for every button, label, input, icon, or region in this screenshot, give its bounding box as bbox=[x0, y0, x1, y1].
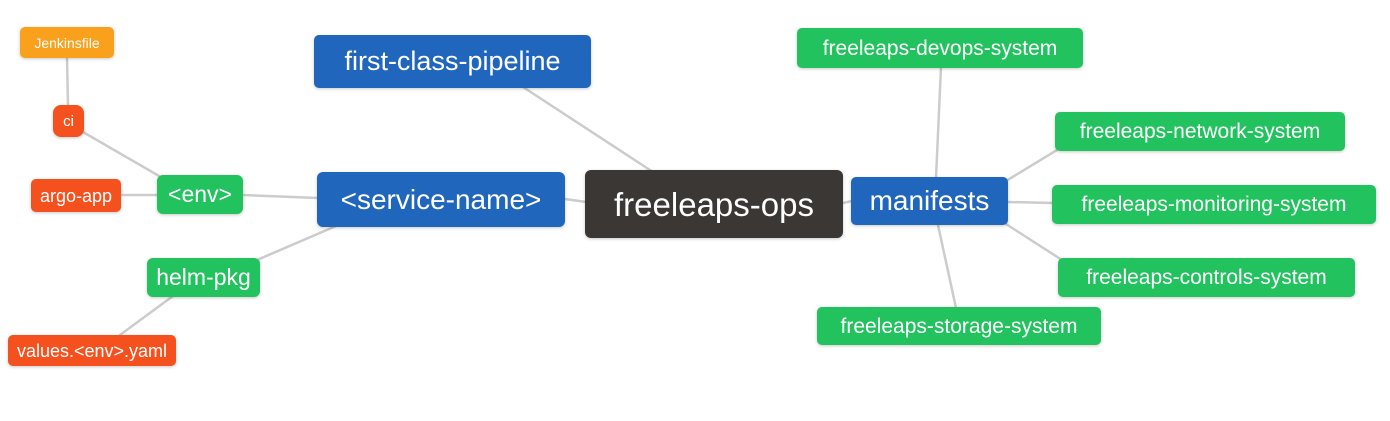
edge-jenkinsfile-to-ci bbox=[65, 56, 70, 107]
node-ci[interactable]: ci bbox=[53, 105, 84, 137]
edge-manifests-to-freeleaps-controls-system bbox=[1004, 222, 1064, 262]
edge-manifests-to-freeleaps-storage-system bbox=[936, 223, 958, 310]
node-helm-pkg[interactable]: helm-pkg bbox=[147, 258, 260, 297]
edge-manifests-to-freeleaps-network-system bbox=[1004, 148, 1059, 183]
edge-ci-to-env bbox=[81, 130, 161, 178]
edge-helm-pkg-to-service-name bbox=[255, 224, 338, 262]
node-freeleaps-storage-system[interactable]: freeleaps-storage-system bbox=[817, 307, 1101, 345]
edge-service-name-to-freeleaps-ops bbox=[563, 197, 588, 204]
edge-freeleaps-devops-system-to-manifests bbox=[934, 65, 943, 180]
edge-manifests-to-freeleaps-monitoring-system bbox=[1006, 200, 1055, 205]
node-freeleaps-monitoring-system[interactable]: freeleaps-monitoring-system bbox=[1052, 185, 1376, 224]
node-jenkinsfile[interactable]: Jenkinsfile bbox=[20, 27, 114, 58]
node-freeleaps-controls-system[interactable]: freeleaps-controls-system bbox=[1058, 258, 1355, 297]
node-argo-app[interactable]: argo-app bbox=[31, 179, 121, 212]
node-freeleaps-network-system[interactable]: freeleaps-network-system bbox=[1055, 112, 1345, 151]
node-values-env-yaml[interactable]: values.<env>.yaml bbox=[8, 335, 176, 366]
node-freeleaps-devops-system[interactable]: freeleaps-devops-system bbox=[797, 28, 1083, 68]
edge-first-class-pipeline-to-freeleaps-ops bbox=[521, 85, 655, 174]
edge-helm-pkg-to-values-env-yaml bbox=[118, 294, 175, 337]
edge-env-to-service-name bbox=[241, 193, 320, 200]
edge-freeleaps-ops-to-manifests bbox=[841, 199, 854, 205]
node-first-class-pipeline[interactable]: first-class-pipeline bbox=[314, 35, 591, 88]
node-freeleaps-ops[interactable]: freeleaps-ops bbox=[585, 170, 843, 238]
node-env[interactable]: <env> bbox=[157, 175, 243, 214]
node-manifests[interactable]: manifests bbox=[851, 177, 1008, 225]
node-service-name[interactable]: <service-name> bbox=[317, 172, 565, 227]
